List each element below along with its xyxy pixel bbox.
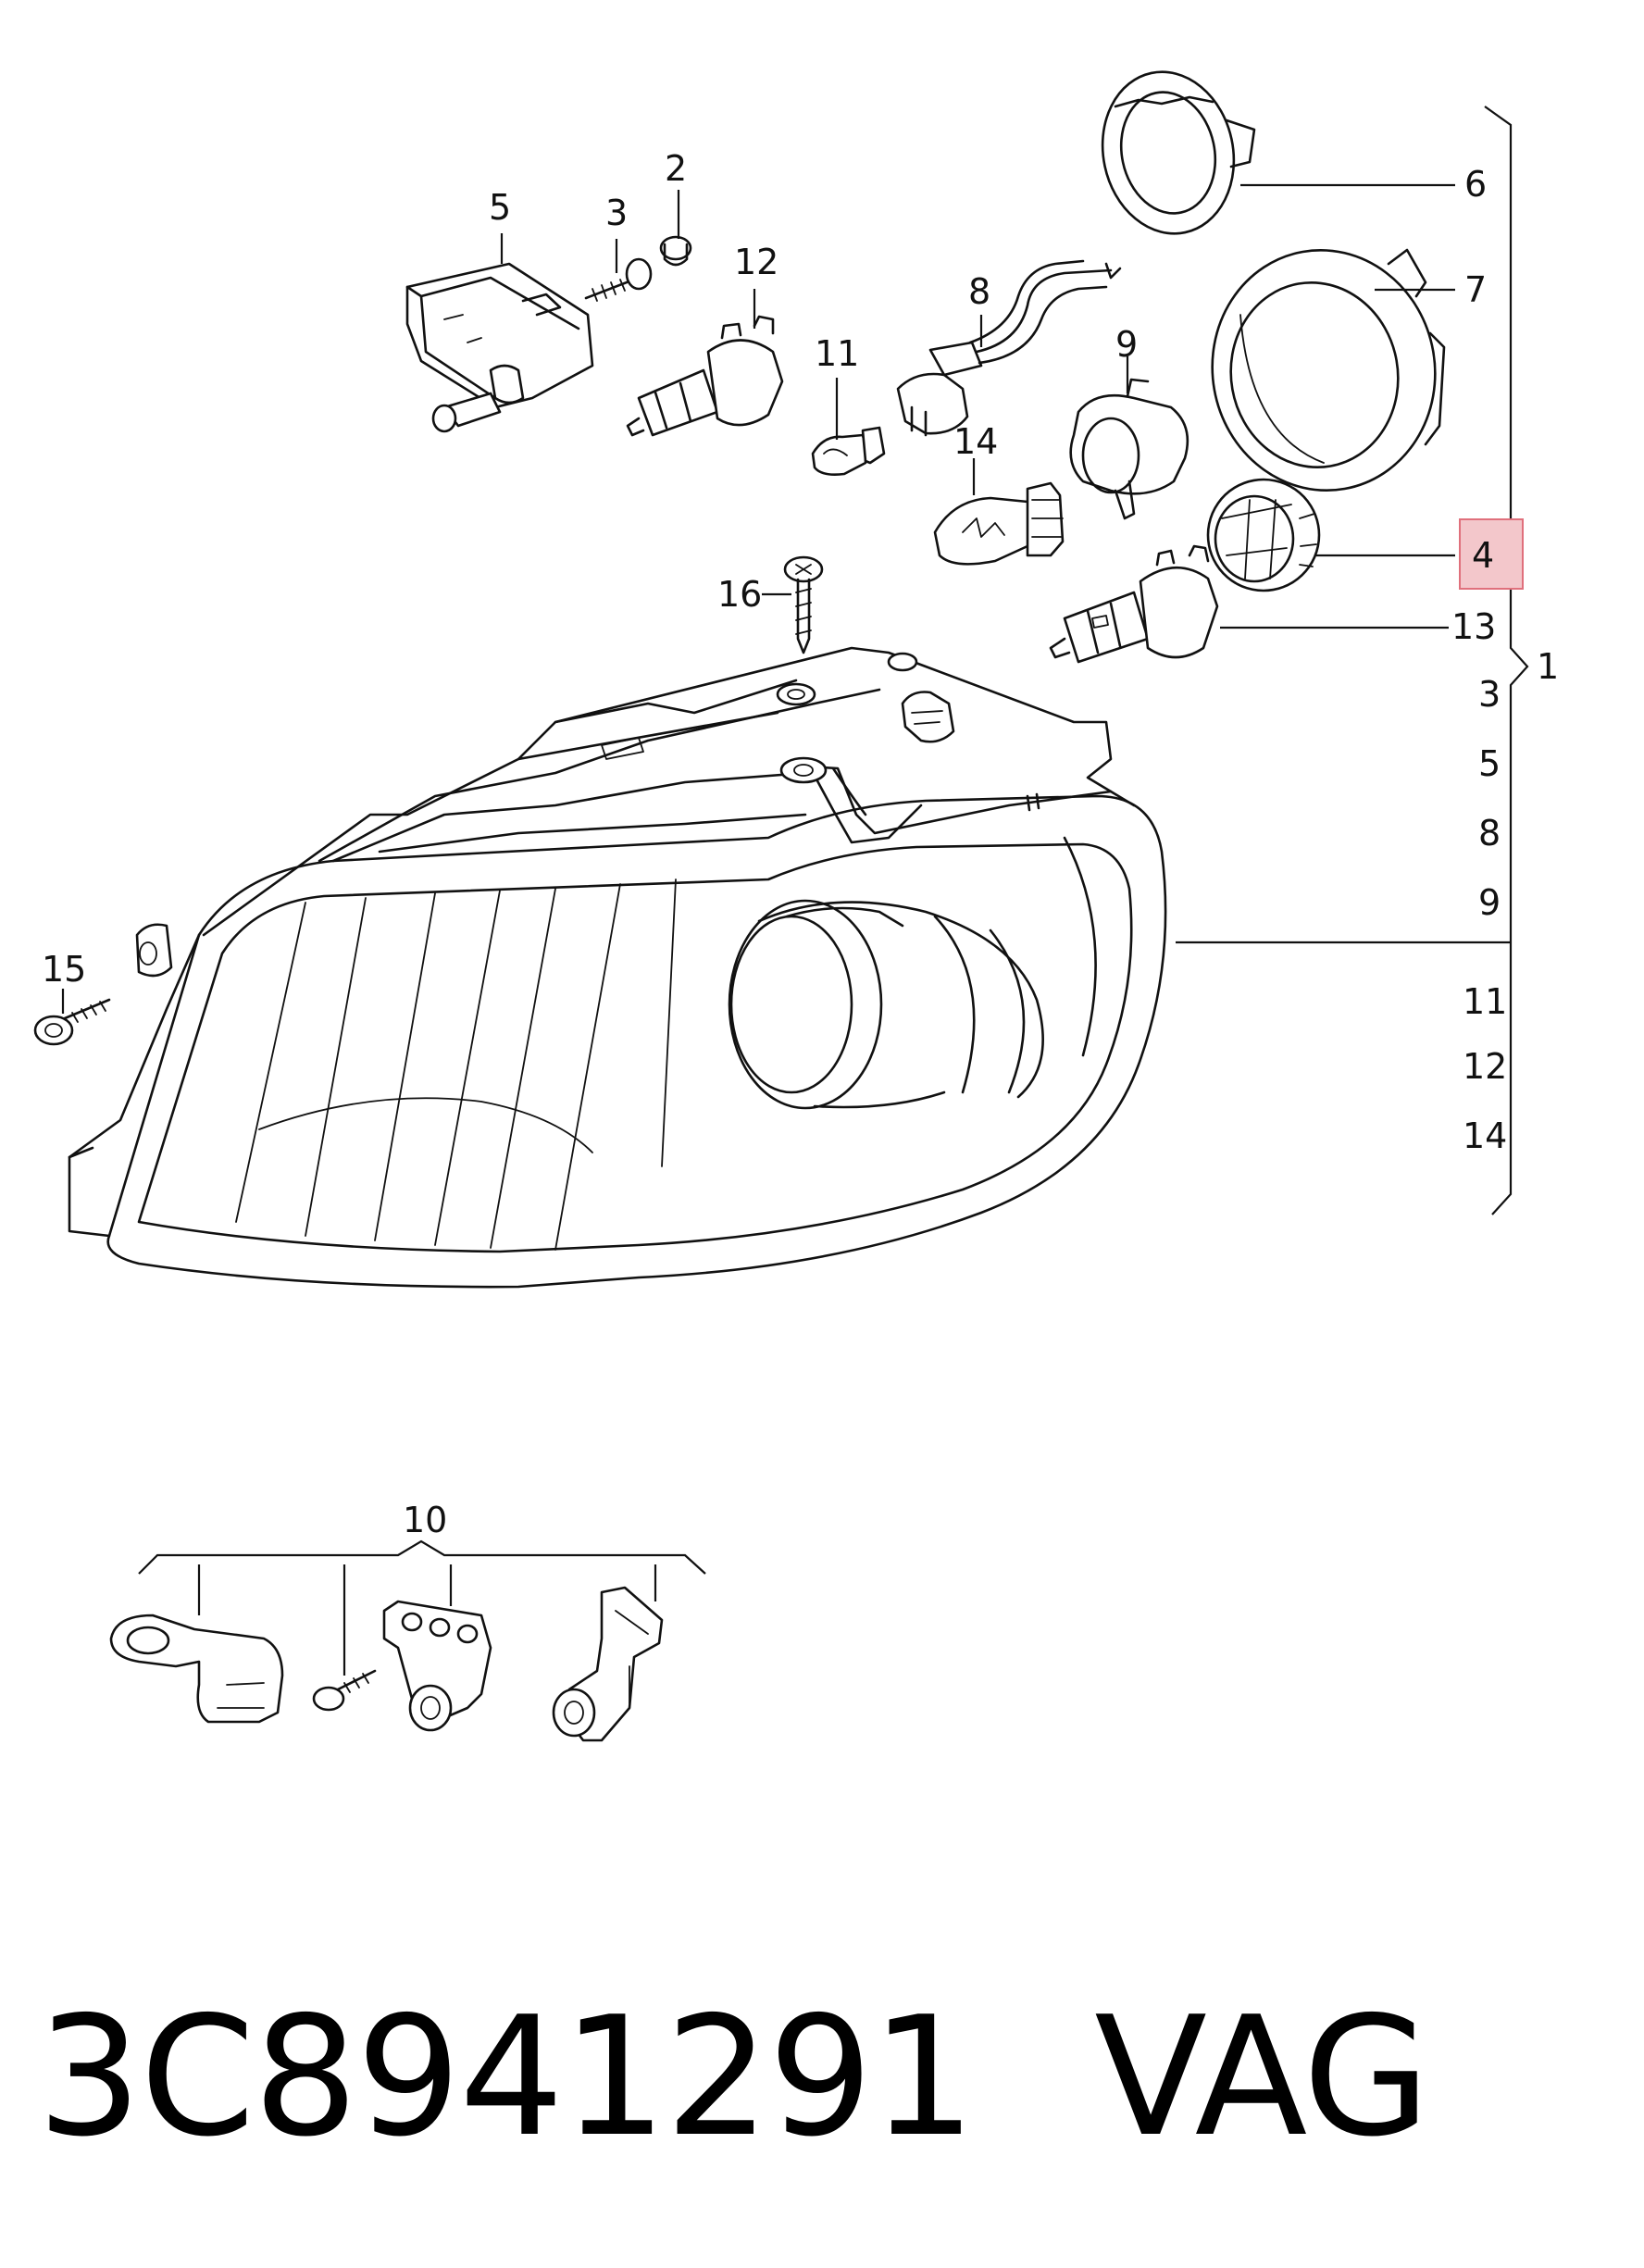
callout-13: 13 (1451, 606, 1496, 647)
part-5-adjuster-motor (405, 262, 594, 433)
projector-lens (728, 836, 1097, 1110)
callout-14: 14 (953, 421, 998, 462)
callout-labels: 6 7 4 13 1 2 3 5 12 8 11 9 14 16 15 10 3… (42, 148, 1559, 1540)
callout-8: 8 (968, 271, 990, 312)
part-2-clip (659, 235, 692, 267)
callout-2: 2 (665, 148, 687, 189)
part-14-bulb (933, 481, 1065, 566)
callout-16: 16 (717, 574, 762, 615)
group-list-item: 12 (1463, 1046, 1507, 1087)
headlight-housing (68, 646, 1167, 1289)
leader-lines (61, 106, 1529, 1676)
callout-3: 3 (605, 193, 628, 233)
part-3-screw (584, 257, 653, 302)
group-list-item: 14 (1463, 1115, 1507, 1156)
group-list-item: 9 (1478, 882, 1501, 923)
part-12-bulb (626, 315, 784, 437)
part-8-wiring-connector (896, 259, 1122, 437)
callout-15: 15 (42, 949, 86, 990)
part-16-screw (783, 555, 824, 654)
callout-5: 5 (489, 187, 511, 228)
highlight-box (1459, 518, 1524, 590)
callout-4: 4 (1472, 535, 1494, 576)
callout-1: 1 (1537, 646, 1559, 687)
group-list-item: 5 (1478, 743, 1501, 784)
callout-7: 7 (1464, 269, 1487, 310)
callout-6: 6 (1464, 164, 1487, 205)
part-13-bulb (1049, 544, 1219, 664)
part-15-screw (33, 998, 111, 1046)
callout-10: 10 (403, 1500, 447, 1540)
part-4-socket-ring (1206, 478, 1321, 592)
callout-9: 9 (1115, 324, 1138, 365)
part-6-cover-ring (1101, 70, 1256, 235)
part-9-bulb-holder (1069, 378, 1189, 520)
callout-11: 11 (815, 333, 859, 374)
callout-12: 12 (734, 242, 778, 282)
part-7-large-cap (1211, 248, 1446, 492)
group-list-item: 11 (1463, 981, 1507, 1022)
brand-name: VAG (1094, 1981, 1430, 2173)
part-number: 3C8941291 (37, 1981, 976, 2173)
group-list-item: 3 (1478, 674, 1501, 715)
group-list-item: 8 (1478, 813, 1501, 854)
part-11-wedge-bulb (811, 426, 886, 476)
part-10-bracket-kit (109, 1586, 664, 1742)
